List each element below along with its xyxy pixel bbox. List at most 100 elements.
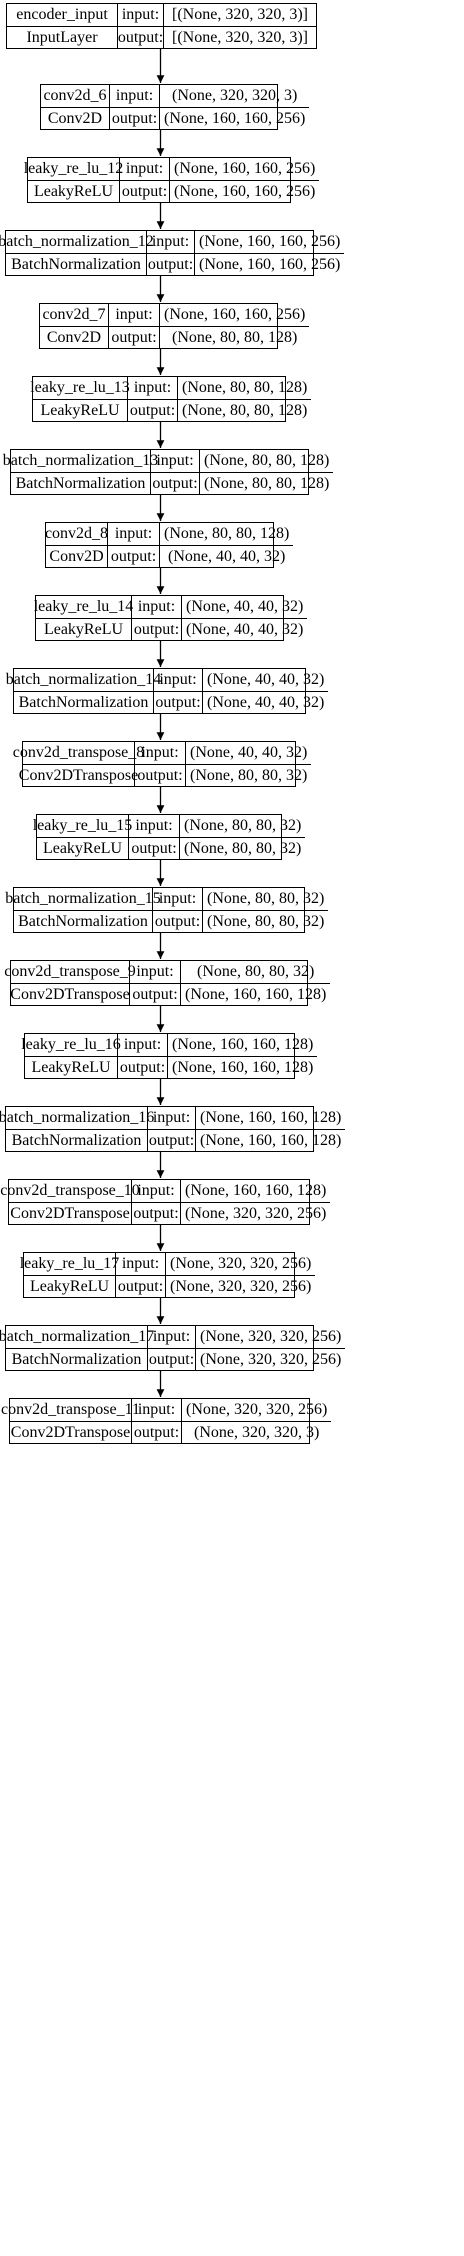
output-shape: (None, 320, 320, 256) <box>195 1349 345 1370</box>
output-shape: (None, 80, 80, 128) <box>177 400 311 421</box>
layer-name: batch_normalization_17 <box>0 1328 155 1345</box>
output-shape: [(None, 320, 320, 3)] <box>163 27 316 48</box>
layer-type: Conv2DTranspose <box>10 1423 131 1441</box>
layer-name: batch_normalization_12 <box>0 233 154 250</box>
input-label: input: <box>131 1399 181 1421</box>
input-label: input: <box>131 596 181 618</box>
layer-type: Conv2DTranspose <box>18 766 139 784</box>
input-label: input: <box>150 450 199 472</box>
input-label: input: <box>128 815 179 837</box>
input-label: input: <box>131 1180 180 1202</box>
layer-type: Conv2D <box>49 547 104 565</box>
layer-type: Conv2DTranspose <box>10 985 130 1003</box>
input-label: input: <box>117 1034 167 1056</box>
input-label: input: <box>108 304 159 326</box>
layer-type: LeakyReLU <box>40 401 120 419</box>
layer-type: LeakyReLU <box>43 620 124 638</box>
input-shape: (None, 320, 320, 3) <box>159 85 309 107</box>
layer-type: LeakyReLU <box>31 1058 111 1076</box>
output-shape: (None, 160, 160, 256) <box>159 108 309 129</box>
input-label: input: <box>115 1253 165 1275</box>
output-label: output: <box>119 181 169 202</box>
output-label: output: <box>147 1130 195 1151</box>
layer-type: Conv2DTranspose <box>10 1204 130 1222</box>
input-shape: (None, 160, 160, 256) <box>159 304 309 326</box>
input-label: input: <box>119 158 169 180</box>
input-label: input: <box>107 523 159 545</box>
output-label: output: <box>127 400 177 421</box>
input-label: input: <box>147 1326 195 1348</box>
layer-name: leaky_re_lu_14 <box>33 598 134 615</box>
output-label: output: <box>146 254 194 275</box>
layer-type: BatchNormalization <box>11 1350 142 1368</box>
output-label: output: <box>128 838 179 859</box>
input-shape: (None, 160, 160, 256) <box>169 158 319 180</box>
input-label: input: <box>117 4 163 26</box>
layer-name: batch_normalization_16 <box>0 1109 155 1126</box>
input-shape: (None, 40, 40, 32) <box>202 669 328 691</box>
layer-name: conv2d_7 <box>42 306 106 323</box>
input-shape: (None, 320, 320, 256) <box>195 1326 345 1348</box>
input-shape: (None, 320, 320, 256) <box>181 1399 331 1421</box>
input-label: input: <box>134 742 185 764</box>
output-shape: (None, 80, 80, 32) <box>202 911 328 932</box>
input-label: input: <box>127 377 177 399</box>
output-label: output: <box>131 619 181 640</box>
layer-type: InputLayer <box>26 28 98 46</box>
output-shape: (None, 320, 320, 256) <box>165 1276 315 1297</box>
input-shape: (None, 40, 40, 32) <box>181 596 307 618</box>
output-shape: (None, 40, 40, 32) <box>181 619 307 640</box>
input-shape: (None, 80, 80, 32) <box>180 961 330 983</box>
input-shape: (None, 80, 80, 32) <box>202 888 328 910</box>
output-label: output: <box>152 911 202 932</box>
layer-name: leaky_re_lu_12 <box>23 160 124 177</box>
input-shape: (None, 160, 160, 128) <box>180 1180 330 1202</box>
input-shape: (None, 160, 160, 256) <box>194 231 344 253</box>
output-label: output: <box>134 765 185 786</box>
output-label: output: <box>107 546 159 567</box>
output-shape: (None, 80, 80, 32) <box>185 765 311 786</box>
output-label: output: <box>150 473 199 494</box>
output-shape: (None, 160, 160, 256) <box>194 254 344 275</box>
layer-type: BatchNormalization <box>15 474 146 492</box>
layer-name: batch_normalization_14 <box>5 671 162 688</box>
